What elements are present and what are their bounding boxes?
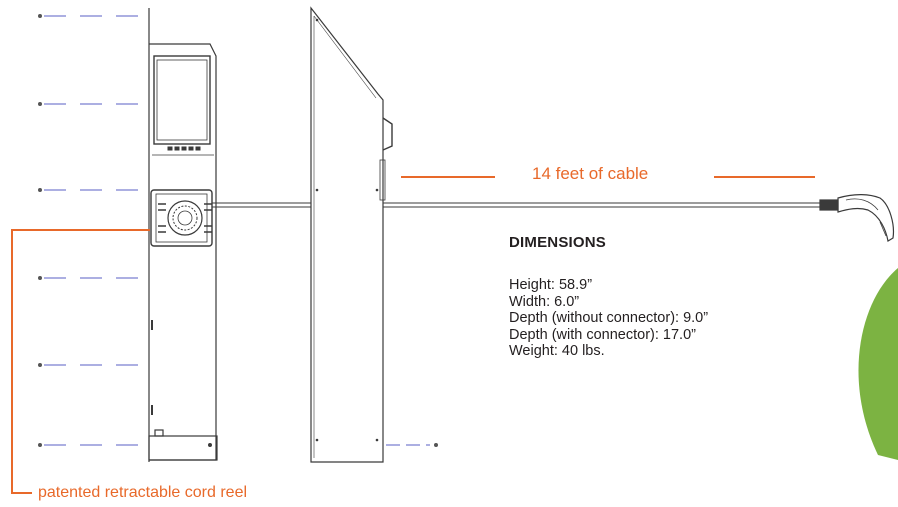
dimensions-title: DIMENSIONS (509, 234, 607, 251)
charger-side-view (310, 6, 393, 463)
green-leaf-decoration (858, 268, 898, 460)
cord-reel (150, 189, 213, 247)
reel-pointer-line (11, 229, 150, 494)
mounting-screw-6 (38, 443, 140, 447)
mounting-screw-5 (38, 363, 140, 367)
mounting-screw-2 (38, 102, 140, 106)
mounting-screw-3 (38, 188, 140, 192)
cable-length-label: 14 feet of cable (532, 164, 649, 183)
dimensions-list: Height: 58.9” Width: 6.0” Depth (without… (509, 277, 708, 360)
dimension-depth-without-connector: Depth (without connector): 9.0” (509, 310, 709, 326)
cord-reel-label: patented retractable cord reel (38, 484, 248, 501)
charging-connector (819, 194, 895, 242)
mounting-screw-4 (38, 276, 140, 280)
dimension-weight: Weight: 40 lbs. (509, 343, 605, 359)
charging-cable (212, 202, 820, 208)
charger-front-view (148, 8, 218, 462)
mounting-screw-7 (386, 443, 438, 447)
dimension-width: Width: 6.0” (509, 293, 580, 310)
dimension-depth-with-connector: Depth (with connector): 17.0” (509, 326, 696, 343)
mounting-guides (38, 14, 438, 447)
dimension-height: Height: 58.9” (509, 277, 593, 293)
mounting-screw-1 (38, 14, 140, 18)
